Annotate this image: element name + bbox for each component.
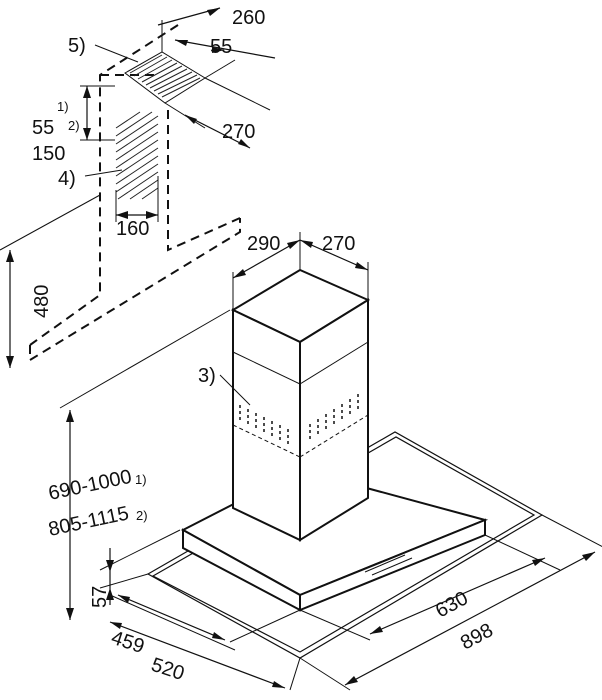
top-vent-hatch — [124, 51, 206, 104]
dim-ceiling-height-lines — [0, 194, 101, 368]
dim-ceiling-height: 480 — [31, 285, 53, 318]
dim-height-range-1: 690-1000 — [46, 466, 133, 505]
dim-height-range-2: 805-1115 — [46, 502, 130, 540]
wall-vent-hatch — [115, 111, 159, 200]
dim-top-offset: 55 — [210, 36, 232, 58]
dim-top-depth: 270 — [222, 121, 255, 143]
dim-canopy-depth-inner: 459 — [108, 627, 147, 658]
dim-chimney-width: 290 — [247, 233, 280, 255]
dim-top-depth-lines — [164, 77, 271, 149]
dim-width-lines — [299, 514, 602, 691]
dim-vertical-offset-alt: 150 — [32, 143, 65, 165]
footnote-2-main: 2) — [136, 508, 148, 523]
ceiling-outline — [29, 24, 241, 362]
chimney — [230, 268, 371, 542]
dim-vent-width: 160 — [116, 218, 149, 240]
dim-height-lines — [59, 309, 231, 620]
footnote-2-top: 2) — [68, 118, 80, 133]
dim-canopy-depth: 520 — [148, 654, 187, 685]
dim-chimney-lines — [232, 232, 369, 310]
callout-5: 5) — [68, 35, 86, 57]
footnote-1-top: 1) — [57, 99, 69, 114]
callout-4: 4) — [58, 168, 76, 190]
footnote-1-main: 1) — [135, 472, 147, 487]
dim-top-width: 260 — [232, 7, 265, 29]
dim-chimney-depth: 270 — [322, 233, 355, 255]
dim-canopy-height: 57 — [89, 586, 111, 608]
dim-top-width-lines — [157, 7, 276, 79]
dim-vent-width-lines — [115, 176, 159, 222]
callout-3: 3) — [198, 365, 216, 387]
vent-perforations — [239, 394, 359, 447]
dim-canopy-width: 898 — [457, 619, 497, 654]
dim-vertical-offset-lines — [80, 85, 115, 141]
dim-depth-lines — [109, 594, 301, 691]
dim-vertical-offset: 55 — [32, 117, 54, 139]
